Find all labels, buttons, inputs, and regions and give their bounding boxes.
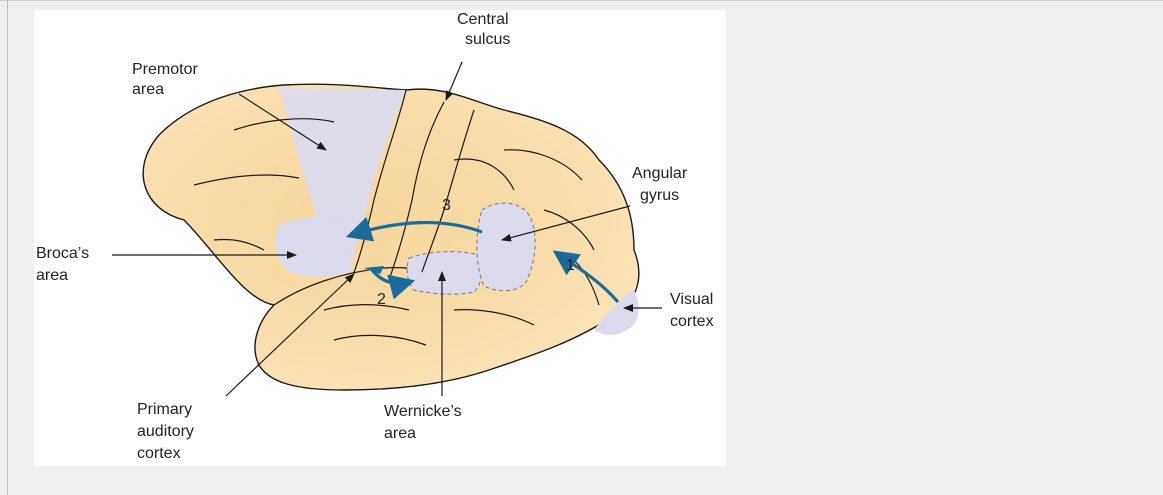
central-sulcus-line-1: Central: [457, 11, 509, 28]
pathway-number-1: 1: [566, 257, 575, 274]
brain-diagram-panel: 1 2 3 Central sulcus Premotor area Angul…: [34, 10, 726, 466]
primary-auditory-cortex-line-1: Primary: [137, 401, 192, 418]
visual-cortex-line-1: Visual: [670, 291, 713, 308]
visual-cortex-line-2: cortex: [670, 313, 714, 330]
label-angular-gyrus: Angular gyrus: [632, 165, 688, 204]
wernickes-region: [407, 252, 482, 295]
pathway-number-3: 3: [442, 197, 451, 214]
label-premotor-area: Premotor area: [132, 61, 198, 98]
label-visual-cortex: Visual cortex: [670, 291, 714, 330]
label-wernickes-area: Wernicke’s area: [384, 403, 462, 442]
brocas-region: [275, 217, 352, 277]
primary-auditory-cortex-line-2: auditory: [137, 423, 194, 440]
pathway-number-2: 2: [377, 291, 386, 308]
left-border: [7, 0, 8, 495]
angular-gyrus-line-1: Angular: [632, 165, 688, 182]
premotor-area-line-2: area: [132, 81, 164, 98]
label-central-sulcus: Central sulcus: [457, 11, 510, 48]
top-border: [0, 0, 1163, 1]
central-sulcus-line-2: sulcus: [465, 31, 510, 48]
premotor-area-line-1: Premotor: [132, 61, 198, 78]
angular-gyrus-line-2: gyrus: [640, 187, 679, 204]
label-primary-auditory-cortex: Primary auditory cortex: [137, 401, 194, 462]
primary-auditory-cortex-line-3: cortex: [137, 445, 181, 462]
wernickes-area-line-1: Wernicke’s: [384, 403, 462, 420]
wernickes-area-line-2: area: [384, 425, 416, 442]
cerebrum: [143, 84, 639, 390]
brocas-area-line-2: area: [36, 267, 68, 284]
brocas-area-line-1: Broca’s: [36, 245, 89, 262]
angular-gyrus-region: [477, 203, 535, 291]
brain-diagram: 1 2 3 Central sulcus Premotor area Angul…: [34, 10, 726, 466]
label-brocas-area: Broca’s area: [36, 245, 89, 284]
